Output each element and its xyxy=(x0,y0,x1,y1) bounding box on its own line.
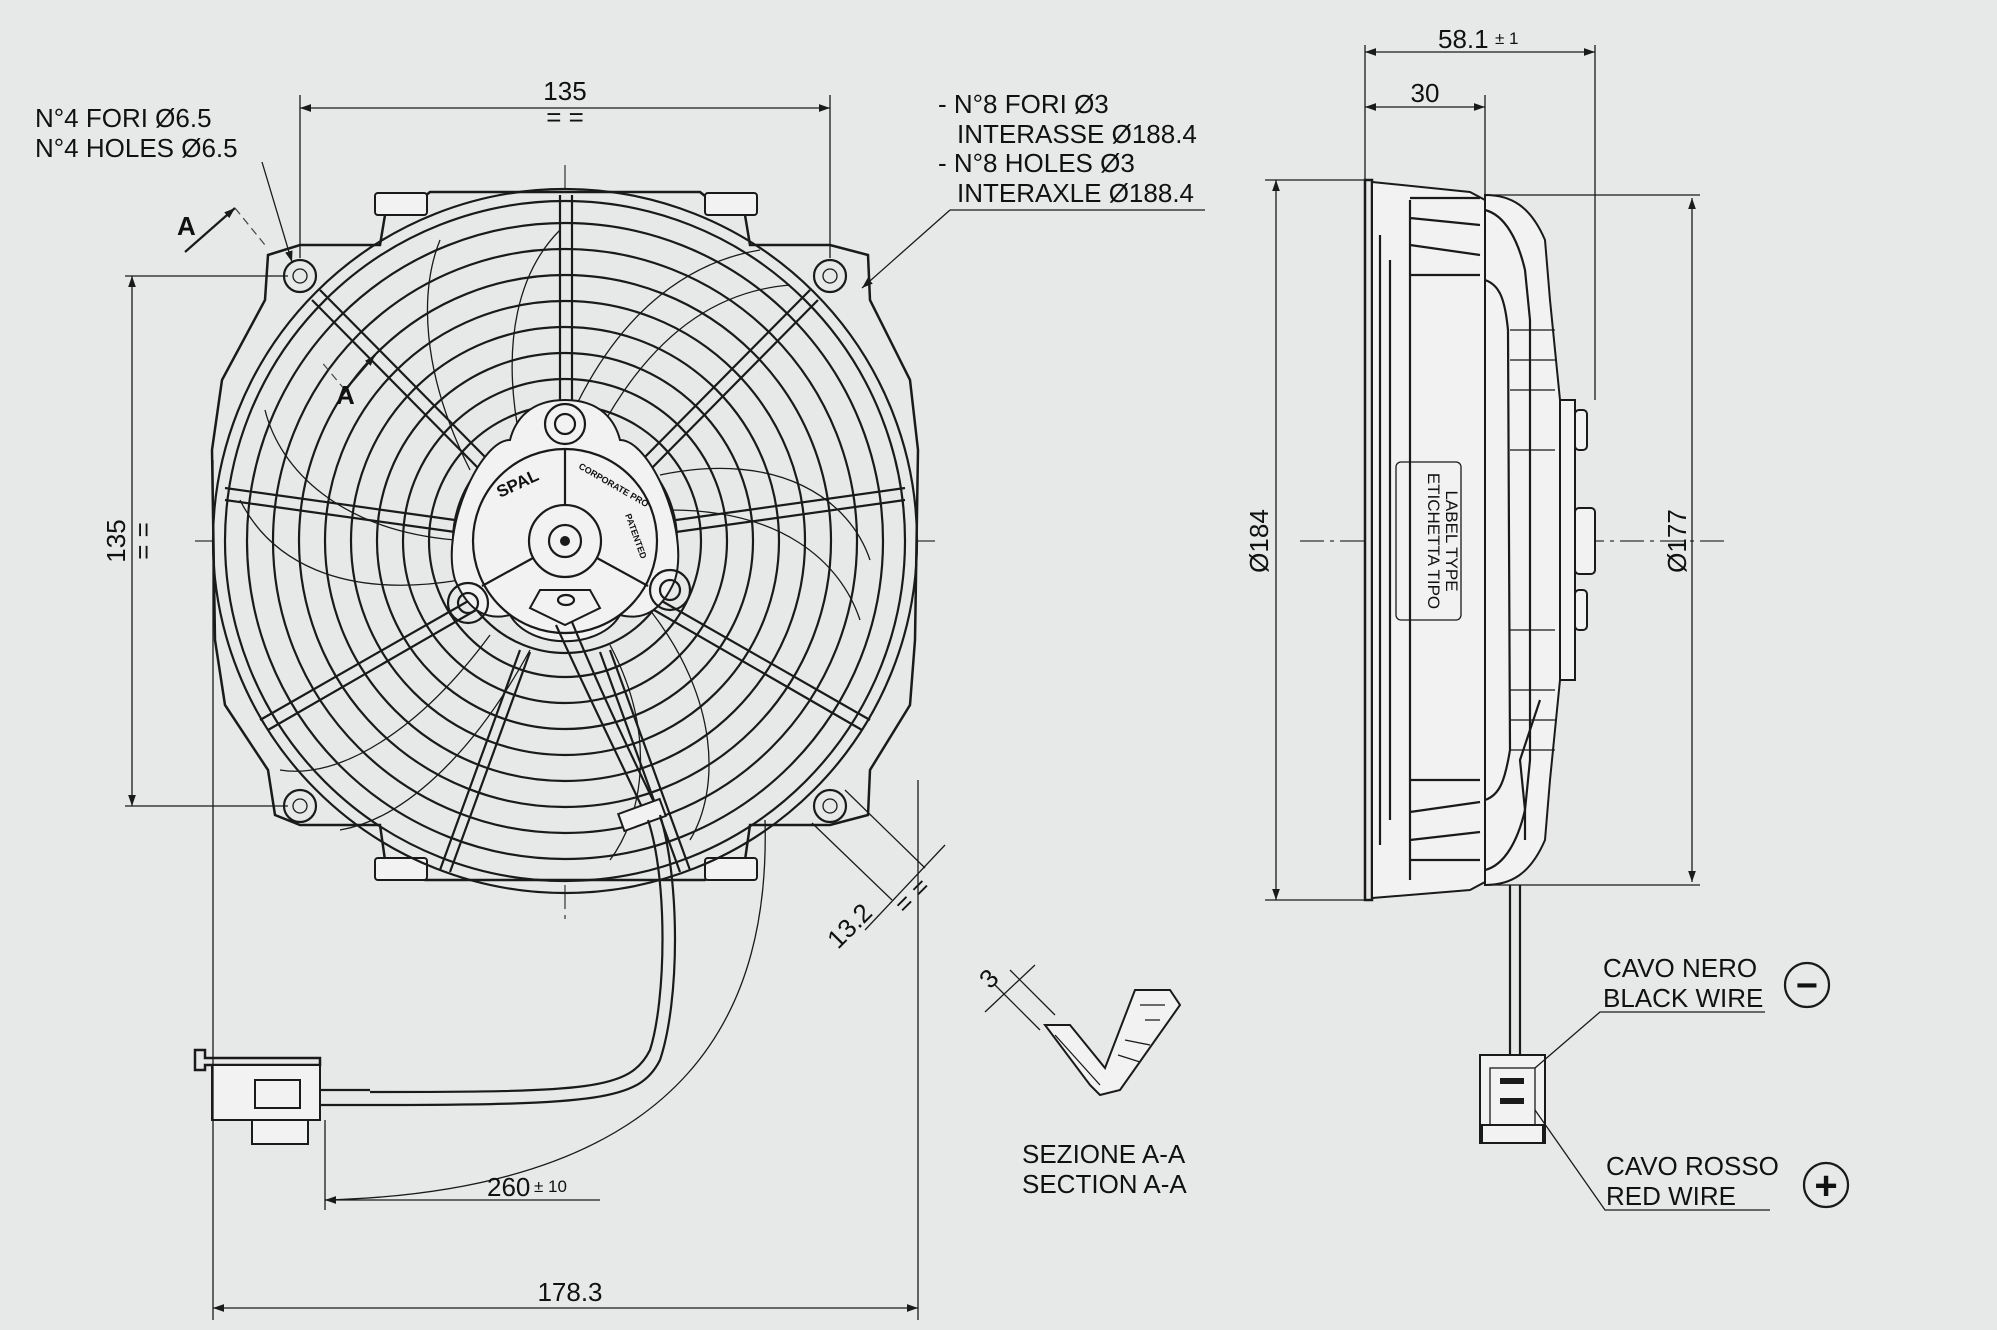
cable-entry xyxy=(528,589,602,627)
side-shroud-edge xyxy=(1363,178,1374,902)
cable-upper-b xyxy=(570,621,661,816)
top-right-clip xyxy=(704,192,758,216)
section-letter-bottom: A xyxy=(336,380,355,410)
cable-upper-a xyxy=(554,624,649,821)
holes8-note-en-2: INTERAXLE Ø188.4 xyxy=(957,178,1194,208)
cable-lower-a xyxy=(369,814,677,1107)
shroud-inner-ring xyxy=(223,199,907,883)
dim-dia-outer-value: Ø184 xyxy=(1244,509,1274,573)
grille-spokes xyxy=(224,195,906,873)
plus-symbol: + xyxy=(1814,1164,1837,1208)
holes-note-en: N°4 HOLES Ø6.5 xyxy=(35,133,238,163)
section-a-a: 3 SEZIONE A-A SECTION A-A xyxy=(973,963,1187,1199)
cable-clip xyxy=(616,797,668,833)
front-connector xyxy=(193,1048,370,1145)
bottom-left-clip xyxy=(374,857,428,881)
holes8-leader xyxy=(861,209,951,289)
dim-slot-value: 13.2 xyxy=(821,897,878,954)
bottom-right-clip xyxy=(704,857,758,881)
top-left-clip xyxy=(374,192,428,216)
section-title-en: SECTION A-A xyxy=(1022,1169,1187,1199)
motor-shaft xyxy=(547,523,583,559)
plus-symbol-circle xyxy=(1802,1161,1850,1209)
dim-cable-value: 260 xyxy=(487,1172,530,1202)
motor-cap xyxy=(1559,399,1576,681)
side-label-en: LABEL TYPE xyxy=(1442,490,1461,591)
hub-screws xyxy=(446,402,692,625)
dim-dia-inner-value: Ø177 xyxy=(1662,509,1692,573)
red-wire-leader xyxy=(1534,1109,1770,1211)
holes-leader xyxy=(261,161,293,263)
front-view: SPAL PATENTED CORPORATE PRO A A N°4 FORI… xyxy=(35,76,1205,1320)
section-arrow-top xyxy=(184,207,236,253)
dim-width-value: 178.3 xyxy=(537,1277,602,1307)
minus-symbol: − xyxy=(1796,965,1818,1007)
cable-lower-b xyxy=(369,819,664,1094)
dim-depth-value: 58.1 xyxy=(1438,24,1489,54)
section-letter-top: A xyxy=(177,211,196,241)
dim-cable-tol: ± 10 xyxy=(534,1177,567,1196)
side-label-box xyxy=(1395,461,1462,621)
side-ribs xyxy=(1408,196,1481,880)
black-wire-en: BLACK WIRE xyxy=(1603,983,1763,1013)
minus-symbol-circle xyxy=(1783,961,1831,1009)
section-profile xyxy=(1043,989,1182,1097)
dim-top-value: 135 xyxy=(543,76,586,106)
black-wire-it: CAVO NERO xyxy=(1603,953,1757,983)
red-wire-it: CAVO ROSSO xyxy=(1606,1151,1779,1181)
holes8-note-it-1: - N°8 FORI Ø3 xyxy=(938,89,1109,119)
side-connector xyxy=(1479,1054,1546,1144)
side-view: ETICHETTA TIPO LABEL TYPE 58.1 ± 1 30 Ø1… xyxy=(1244,24,1730,1144)
dim-thickness-line xyxy=(984,964,1036,1013)
section-arrow-bottom xyxy=(344,354,376,391)
black-wire-leader xyxy=(1534,1011,1765,1069)
motor-hub xyxy=(450,398,680,643)
holes8-note-it-2: INTERASSE Ø188.4 xyxy=(957,119,1197,149)
dim-slot-eq: = = xyxy=(888,871,936,919)
grille-rings xyxy=(245,221,885,861)
wire-labels: CAVO NERO BLACK WIRE − CAVO ROSSO RED WI… xyxy=(1534,953,1850,1211)
dim-left-eq: = = xyxy=(128,522,158,560)
red-wire-en: RED WIRE xyxy=(1606,1181,1736,1211)
section-title-it: SEZIONE A-A xyxy=(1022,1139,1186,1169)
dim-left-value: 135 xyxy=(101,519,131,562)
dim-top-eq: = = xyxy=(546,102,584,132)
cable-reach-arc xyxy=(324,819,766,1201)
dim-motor-value: 30 xyxy=(1411,78,1440,108)
dim-slot-line xyxy=(864,844,946,931)
side-label-it: ETICHETTA TIPO xyxy=(1424,473,1443,609)
holes8-note-en-1: - N°8 HOLES Ø3 xyxy=(938,148,1135,178)
dim-depth-tol: ± 1 xyxy=(1495,29,1519,48)
holes-note-it: N°4 FORI Ø6.5 xyxy=(35,103,212,133)
